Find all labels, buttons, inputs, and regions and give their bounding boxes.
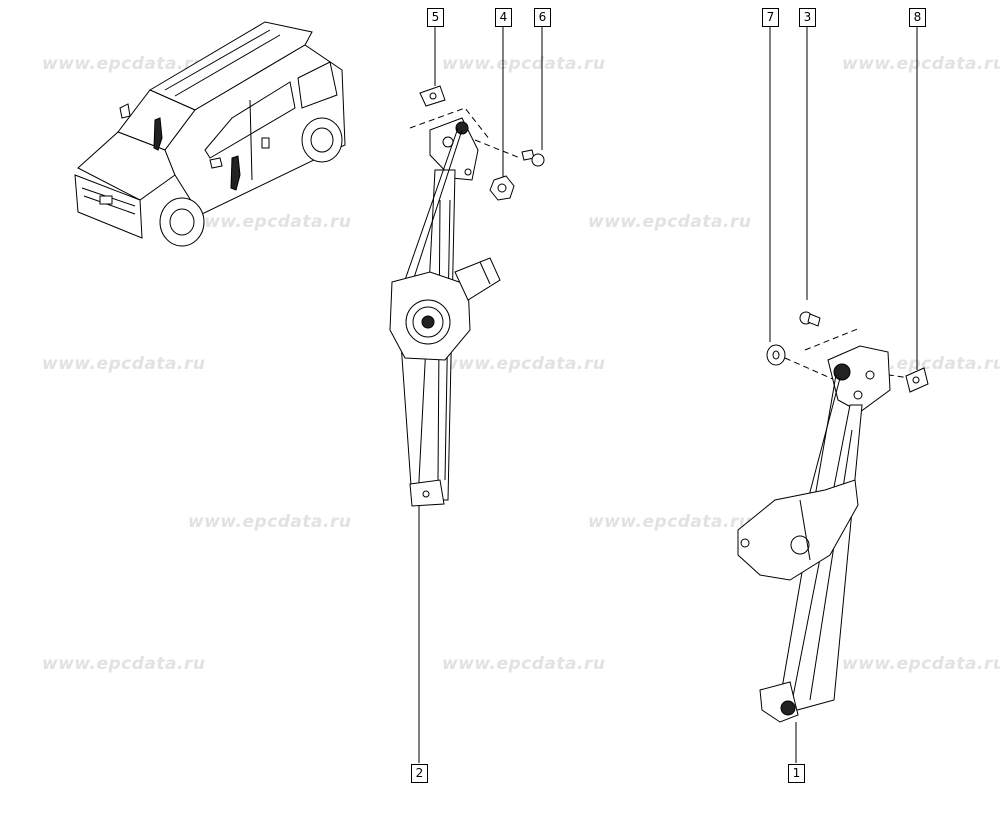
callout-8: 8 [909, 8, 926, 27]
vehicle-illustration [74, 21, 346, 247]
window-regulator-left [389, 107, 521, 507]
washer-part-7 [766, 344, 786, 366]
screw-part-3 [799, 311, 821, 327]
watermark: www.epcdata.ru [842, 654, 1000, 674]
clip-part-8 [905, 367, 929, 393]
callout-1: 1 [788, 764, 805, 783]
callout-4: 4 [495, 8, 512, 27]
watermark: www.epcdata.ru [588, 212, 752, 232]
callout-5: 5 [427, 8, 444, 27]
watermark: www.epcdata.ru [188, 212, 352, 232]
watermark: www.epcdata.ru [588, 512, 752, 532]
watermark: www.epcdata.ru [442, 654, 606, 674]
watermark: www.epcdata.ru [842, 54, 1000, 74]
callout-2: 2 [411, 764, 428, 783]
nut-part-4 [489, 175, 515, 201]
watermark: www.epcdata.ru [188, 512, 352, 532]
callout-6: 6 [534, 8, 551, 27]
callout-7: 7 [762, 8, 779, 27]
screw-part-6 [521, 149, 545, 167]
clip-part-5 [419, 85, 446, 107]
callout-3: 3 [799, 8, 816, 27]
watermark: www.epcdata.ru [442, 354, 606, 374]
watermark: www.epcdata.ru [42, 654, 206, 674]
watermark: www.epcdata.ru [42, 354, 206, 374]
watermark: www.epcdata.ru [42, 54, 206, 74]
watermark: www.epcdata.ru [442, 54, 606, 74]
window-regulator-right [737, 327, 911, 723]
